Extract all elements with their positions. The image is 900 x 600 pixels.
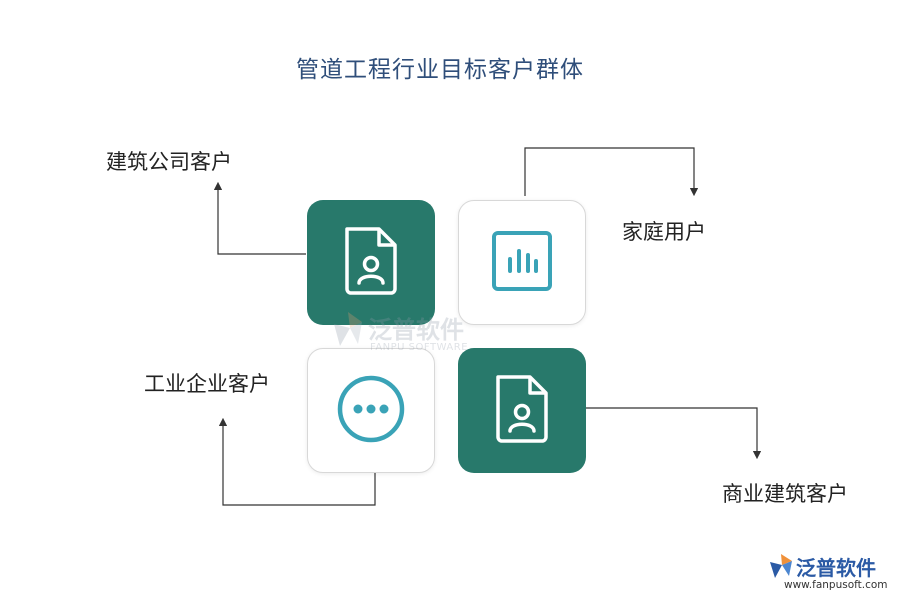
connector-group-1 [213,181,306,255]
connector-group-3 [218,417,376,506]
tile-construction-company [307,200,435,325]
tile-industrial-enterprise [307,348,435,473]
group-label-commercial-building: 商业建筑客户 [722,482,848,506]
watermark-subtitle: FANPU SOFTWARE [370,342,469,353]
ellipsis-circle-icon [335,373,407,449]
user-document-icon [341,225,401,301]
brand-logo: 泛普软件 www.fanpusoft.com [768,552,893,596]
watermark-name: 泛普软件 [368,316,464,344]
brand-name: 泛普软件 [796,556,876,580]
diagram-title: 管道工程行业目标客户群体 [296,57,584,83]
connector-group-2 [524,147,699,197]
connector-group-4 [586,407,762,460]
group-label-household: 家庭用户 [622,220,706,244]
group-label-industrial-enterprise: 工业企业客户 [144,372,270,396]
brand-url: www.fanpusoft.com [784,579,888,591]
tile-commercial-building [458,348,586,473]
tile-household [458,200,586,325]
group-label-construction-company: 建筑公司客户 [106,150,232,174]
bar-chart-scan-icon [490,229,554,297]
user-document-icon [492,373,552,449]
